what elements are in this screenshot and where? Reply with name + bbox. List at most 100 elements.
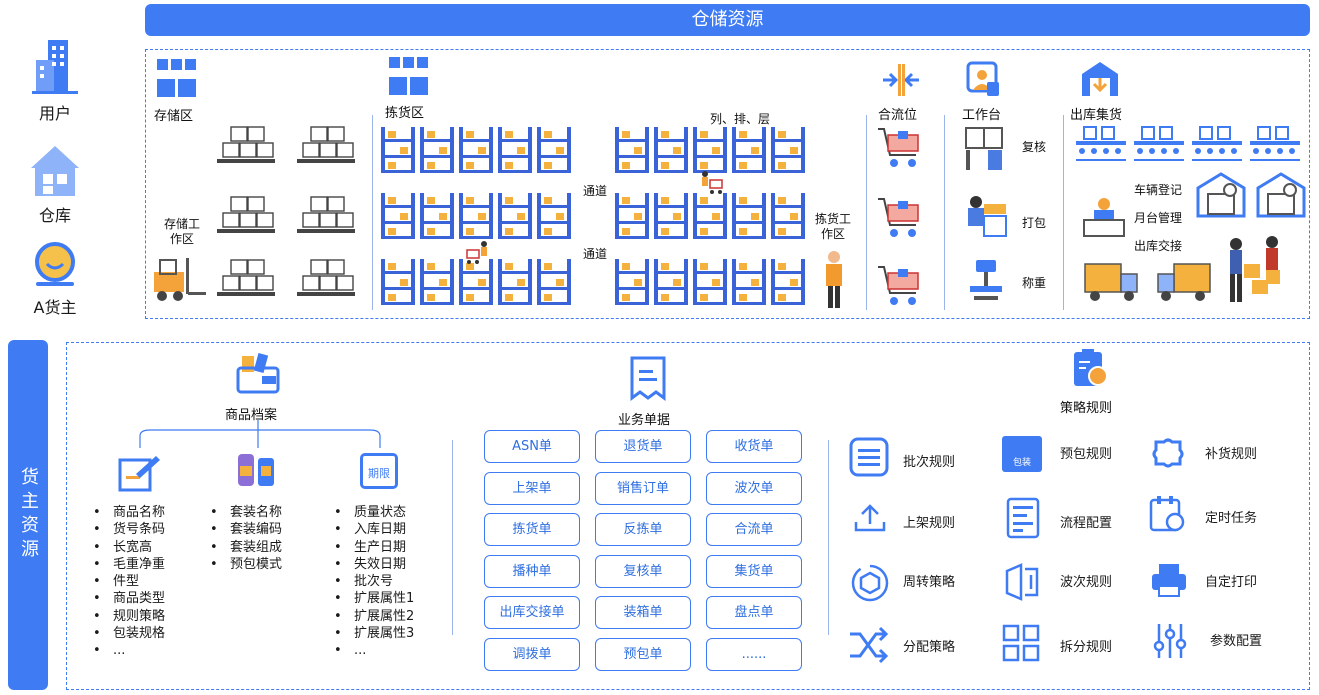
document-button[interactable]: 合流单 bbox=[706, 513, 802, 546]
loading-workers-icon bbox=[1230, 236, 1280, 302]
picking-shelves bbox=[380, 125, 810, 315]
document-button[interactable]: 装箱单 bbox=[595, 596, 691, 629]
shelf-icon bbox=[653, 257, 689, 311]
document-button[interactable]: 盘点单 bbox=[706, 596, 802, 629]
replenish-rule-icon bbox=[1152, 438, 1184, 468]
attribute-item: 商品类型 bbox=[93, 590, 165, 608]
document-button[interactable]: 调拨单 bbox=[484, 637, 580, 671]
document-button[interactable]: 收货单 bbox=[706, 430, 802, 463]
attribute-item: 毛重净重 bbox=[93, 556, 165, 574]
strategy-item-label: 参数配置 bbox=[1210, 634, 1263, 649]
shelf-icon bbox=[614, 257, 650, 311]
strategy-item-label: 预包规则 bbox=[1060, 447, 1113, 462]
prepack-rule-icon: 包装 bbox=[1002, 436, 1042, 472]
document-button[interactable]: 波次单 bbox=[706, 471, 802, 505]
cart-icon bbox=[876, 195, 924, 243]
left-nav-user[interactable]: 用户 bbox=[22, 36, 88, 124]
left-nav-owner-label: A货主 bbox=[33, 298, 77, 317]
attribute-item: 套装名称 bbox=[210, 504, 282, 522]
left-nav-warehouse[interactable]: 仓库 bbox=[22, 142, 88, 226]
review-label: 复核 bbox=[1022, 140, 1047, 154]
shelf-icon bbox=[380, 125, 416, 179]
aisle-label-2: 通道 bbox=[583, 247, 608, 261]
storage-work-area-label: 存储工作区 bbox=[163, 217, 200, 246]
expiry-tag: 期限 bbox=[368, 467, 390, 480]
storage-area-icon bbox=[157, 59, 196, 97]
rack-label: 列、排、层 bbox=[710, 112, 771, 126]
pallet-boxes-icon bbox=[295, 258, 357, 310]
custom-print-icon bbox=[1152, 564, 1186, 597]
shelf-icon bbox=[536, 257, 572, 311]
cart-icon bbox=[876, 125, 924, 173]
batch-attributes-list: 质量状态入库日期生产日期失效日期批次号扩展属性1扩展属性2扩展属性3... bbox=[334, 504, 414, 660]
strategy-item-label: 分配策略 bbox=[903, 640, 956, 655]
worker-icon bbox=[826, 251, 842, 308]
scheduled-task-icon bbox=[1149, 496, 1185, 532]
document-button[interactable]: 销售订单 bbox=[595, 471, 691, 505]
review-station-icon bbox=[965, 127, 1003, 170]
attribute-item: 套装组成 bbox=[210, 539, 282, 557]
attribute-item: 货号条码 bbox=[93, 521, 165, 539]
attribute-item: 质量状态 bbox=[334, 504, 414, 522]
document-button[interactable]: ASN单 bbox=[484, 430, 580, 463]
register-desk-icon bbox=[1083, 198, 1125, 237]
outbound-collect-label: 出库集货 bbox=[1070, 108, 1123, 123]
warehouse-icon bbox=[31, 146, 79, 196]
workstation-label: 工作台 bbox=[962, 108, 1002, 123]
picking-area-label: 拣货区 bbox=[385, 106, 425, 121]
attribute-item: 规则策略 bbox=[93, 608, 165, 626]
truck-icon bbox=[1084, 263, 1138, 301]
document-button[interactable]: 复核单 bbox=[595, 554, 691, 588]
document-button[interactable]: 反拣单 bbox=[595, 513, 691, 546]
product-archive-icon bbox=[236, 353, 280, 394]
document-button[interactable]: 预包单 bbox=[595, 637, 691, 671]
shelf-icon bbox=[731, 191, 767, 245]
pallet-boxes-icon bbox=[295, 195, 357, 247]
document-button[interactable]: 集货单 bbox=[706, 554, 802, 588]
attribute-item: 预包模式 bbox=[210, 556, 282, 574]
merge-icon bbox=[883, 64, 919, 96]
document-button[interactable]: 退货单 bbox=[595, 430, 691, 463]
document-button[interactable]: 播种单 bbox=[484, 554, 580, 588]
shelf-icon bbox=[692, 257, 728, 311]
shelf-icon bbox=[731, 125, 767, 179]
shelf-icon bbox=[380, 257, 416, 311]
shelf-icon bbox=[497, 125, 533, 179]
strategy-item-label: 补货规则 bbox=[1205, 447, 1258, 462]
shelf-icon bbox=[497, 257, 533, 311]
shelf-icon bbox=[731, 257, 767, 311]
outbound-handover-label: 出库交接 bbox=[1134, 239, 1183, 253]
pack-label: 打包 bbox=[1022, 216, 1047, 230]
document-button[interactable]: 上架单 bbox=[484, 471, 580, 505]
strategy-item-label: 拆分规则 bbox=[1060, 640, 1113, 655]
shelf-icon bbox=[458, 191, 494, 245]
shelf-icon bbox=[497, 191, 533, 245]
documents-icon bbox=[630, 356, 666, 401]
worker-cart-icon bbox=[702, 171, 723, 194]
strategy-item-label: 流程配置 bbox=[1060, 516, 1113, 531]
owner-resources-panel bbox=[66, 342, 1310, 690]
documents-grid: ASN单退货单收货单上架单销售订单波次单拣货单反拣单合流单播种单复核单集货单出库… bbox=[480, 430, 810, 675]
aisle-label-1: 通道 bbox=[583, 184, 608, 198]
document-button[interactable]: 出库交接单 bbox=[484, 596, 580, 629]
document-button[interactable]: ...... bbox=[706, 637, 802, 671]
storage-boxes bbox=[205, 120, 365, 310]
dock-manage-label: 月台管理 bbox=[1134, 211, 1183, 225]
left-nav-user-label: 用户 bbox=[38, 104, 71, 123]
batch-rule-icon bbox=[849, 437, 889, 477]
attribute-item: 生产日期 bbox=[334, 539, 414, 557]
expiry-icon: 期限 bbox=[360, 453, 398, 489]
shelf-icon bbox=[614, 191, 650, 245]
strategy-item-label: 波次规则 bbox=[1060, 575, 1113, 590]
kit-attributes-list: 套装名称套装编码套装组成预包模式 bbox=[210, 504, 282, 573]
vehicle-register-label: 车辆登记 bbox=[1134, 183, 1183, 197]
shelf-icon bbox=[770, 191, 806, 245]
putaway-rule-icon bbox=[854, 504, 886, 532]
shelf-icon bbox=[458, 257, 494, 311]
attribute-item: 失效日期 bbox=[334, 556, 414, 574]
conveyor-icon bbox=[1190, 125, 1244, 167]
strategy-item-label: 自定打印 bbox=[1205, 575, 1258, 590]
storage-area-label: 存储区 bbox=[154, 109, 194, 124]
document-button[interactable]: 拣货单 bbox=[484, 513, 580, 546]
left-nav-owner[interactable]: A货主 bbox=[20, 240, 90, 318]
